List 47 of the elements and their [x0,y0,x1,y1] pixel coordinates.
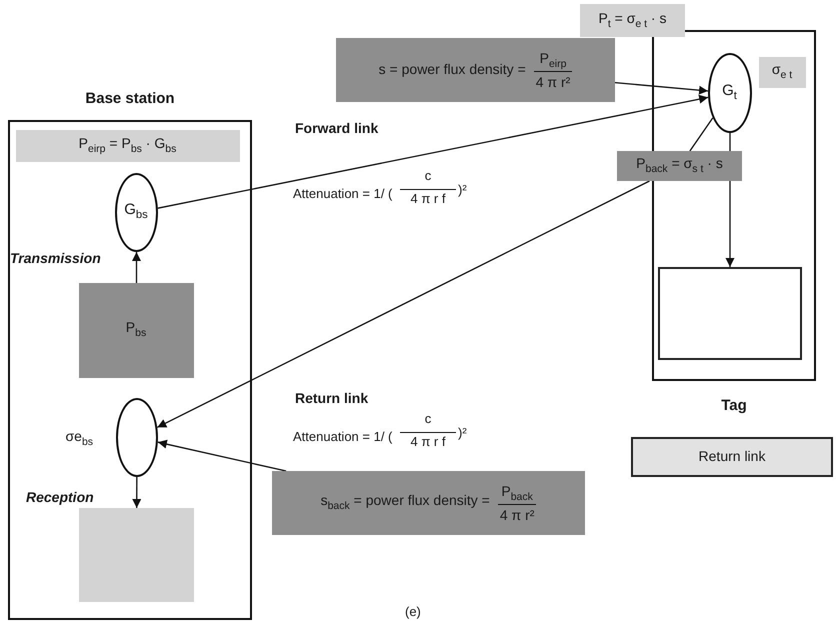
formula-text: Return link [698,449,766,465]
formula-text: s = power flux density = [378,62,526,78]
formula-exponent: )² [458,425,467,441]
arrow [158,94,708,209]
formula-text: P$_{t}$ = σ$_{e t}$ · s [598,10,666,30]
formula-text: P$_{eirp}$ = P$_{bs}$ · G$_{bs}$ [78,136,176,156]
formula-text: P$_{back}$ = σ$_{s t}$ · s [636,156,723,176]
formula-text: P$_{bs}$ [126,320,146,340]
formula-box [580,4,685,37]
arrow [132,252,141,283]
transmitter-box [78,282,194,378]
denominator: 4 π r f [400,432,456,450]
formula-text: s$_{back}$ = power flux density = [320,493,490,513]
receiver-box [78,508,194,602]
link-heading: Return link [295,390,368,407]
formula-box [16,130,240,162]
numerator: c [424,168,432,184]
arrow [132,477,142,508]
numerator: P$_{eirp}$ [538,50,568,72]
formula-text: σ$_{e t}$ [772,62,792,82]
chip-box [658,266,802,360]
link-heading: Forward link [295,120,378,137]
attenuation-formula: Attenuation = 1/ ( [293,186,392,202]
symbol-box [758,56,806,88]
formula-box [272,471,585,535]
denominator: 4 π r² [498,504,536,524]
transmission-label: Transmission [10,250,101,267]
reception-label: Reception [26,489,94,506]
symbol-label: σe$_{bs}$ [66,428,94,448]
frame-heading: Base station [84,90,176,107]
frame-heading: Tag [720,397,748,414]
formula-box [617,151,742,181]
symbol-label: G$_{bs}$ [124,202,148,222]
attenuation-formula: Attenuation = 1/ ( [293,429,392,445]
formula-box [336,38,615,102]
numerator: c [424,411,432,427]
symbol-label: G$_{t}$ [722,82,737,102]
arrow [614,82,708,95]
denominator: 4 π r f [400,189,456,207]
formula-exponent: )² [458,182,467,198]
numerator: P$_{back}$ [500,482,534,504]
figure-caption: (e) [405,604,421,619]
arrow [158,440,286,472]
legend-box [631,437,833,477]
arrow [726,181,734,267]
arrow [157,180,650,428]
denominator: 4 π r² [534,71,572,90]
